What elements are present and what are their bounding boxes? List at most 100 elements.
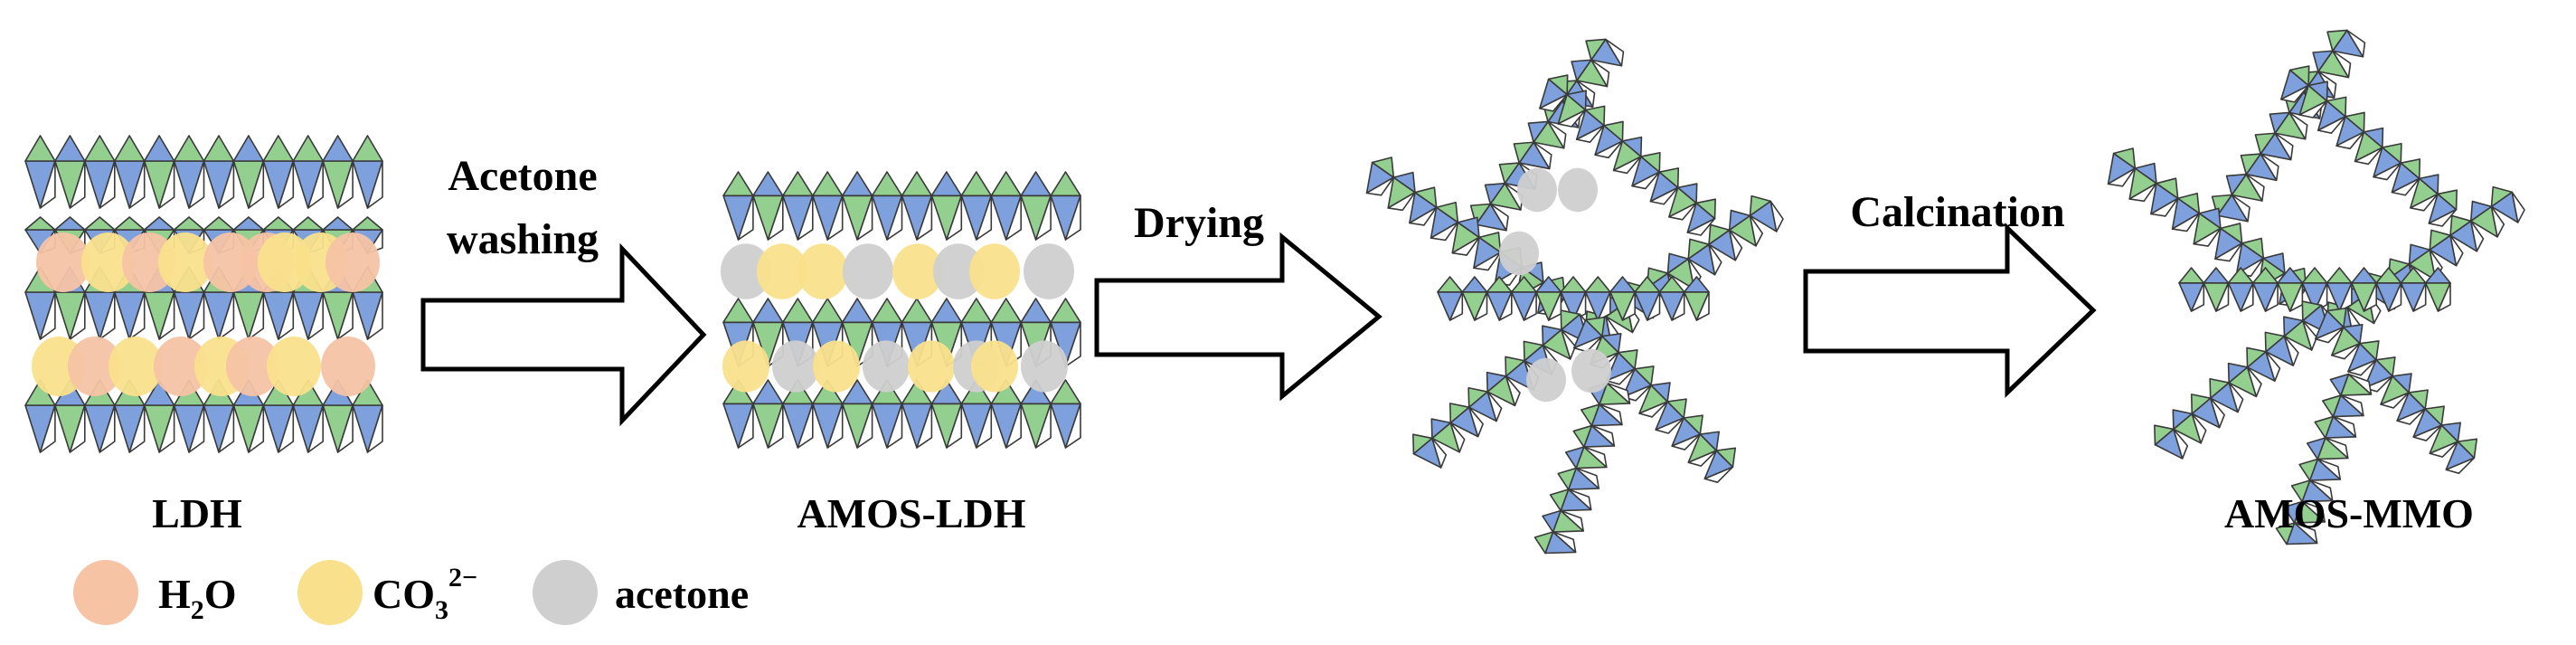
octahedron-face: [1708, 223, 1731, 245]
dried-flower-structure: [1365, 38, 1784, 555]
octahedron-edge: [2293, 522, 2318, 545]
octahedron-face: [1505, 356, 1525, 377]
octahedron-face: [2269, 111, 2290, 135]
octahedron-edge: [2150, 197, 2179, 217]
octahedron-face: [990, 171, 1022, 197]
octahedron-face: [322, 216, 354, 231]
octahedron-edge: [1671, 291, 1685, 321]
octahedron-face: [1435, 201, 1459, 223]
octahedron-edge: [856, 194, 873, 241]
octahedron-face: [722, 171, 754, 197]
octahedron-edge: [2391, 177, 2420, 196]
octahedron-edge: [2449, 234, 2464, 267]
octahedron-face: [292, 216, 325, 231]
octahedron-edge: [336, 160, 354, 209]
octahedron-edge: [2298, 100, 2328, 119]
octahedron-edge: [218, 291, 235, 340]
octahedron-edge: [2347, 359, 2377, 376]
octahedron-edge: [916, 403, 933, 449]
octahedron-face: [1687, 238, 1710, 260]
octahedron-edge: [1539, 93, 1568, 112]
octahedron-edge: [1505, 375, 1521, 407]
octahedron-edge: [1064, 321, 1081, 367]
octahedron-face: [2375, 267, 2402, 284]
octahedron-face: [930, 379, 963, 405]
octahedron-edge: [39, 404, 56, 453]
octahedron-face: [1621, 136, 1643, 157]
octahedron-face: [2375, 356, 2396, 377]
octahedron-face: [2225, 173, 2248, 196]
acetone-molecule: [1024, 243, 1074, 299]
octahedron-face: [871, 171, 903, 197]
acetone-molecule: [1558, 167, 1598, 213]
acetone-molecule: [1526, 357, 1566, 403]
octahedron-face: [1666, 252, 1690, 274]
octahedron-edge: [128, 160, 146, 209]
octahedron-face: [901, 379, 933, 405]
octahedron-edge: [2490, 205, 2505, 238]
octahedron-edge: [2246, 366, 2262, 398]
octahedron-edge: [188, 160, 205, 209]
octahedron-edge: [2283, 335, 2299, 366]
octahedron-edge: [2190, 282, 2205, 312]
octahedron-edge: [976, 403, 993, 449]
octahedron-face: [1535, 276, 1562, 293]
octahedron-face: [2307, 81, 2328, 102]
carbonate-ion: [892, 243, 943, 299]
octahedron-face: [2326, 29, 2348, 52]
legend: H2O CO32− acetone: [73, 560, 749, 625]
octahedron-face: [2490, 185, 2514, 208]
octahedron-edge: [336, 404, 354, 453]
octahedron-face: [1547, 74, 1569, 96]
octahedron-edge: [2345, 29, 2366, 58]
octahedron-edge: [1606, 382, 1631, 404]
octahedron-edge: [2428, 208, 2458, 227]
octahedron-edge: [1631, 171, 1661, 190]
octahedron-face: [1658, 276, 1685, 293]
octahedron-face: [752, 379, 784, 405]
octahedron-edge: [1474, 291, 1488, 321]
octahedron-edge: [2301, 500, 2326, 523]
material-label-ldh: LDH: [152, 490, 242, 536]
octahedron-face: [2469, 200, 2493, 223]
octahedron-face: [2400, 267, 2427, 284]
octahedron-edge: [2511, 191, 2525, 223]
drying-arrow: [1094, 232, 1382, 402]
octahedron-face: [1683, 414, 1703, 435]
octahedron-edge: [128, 404, 146, 453]
nanosheet: [2154, 300, 2336, 460]
octahedron-face: [1634, 276, 1661, 293]
acetone-molecule: [1571, 348, 1611, 394]
octahedron-face: [1581, 403, 1600, 427]
octahedron-edge: [99, 291, 116, 340]
octahedron-edge: [767, 194, 784, 241]
octahedron-face: [2306, 437, 2326, 460]
octahedron-edge: [307, 404, 325, 453]
octahedron-edge: [2308, 479, 2334, 502]
octahedron-edge: [69, 291, 86, 340]
octahedron-edge: [1498, 291, 1513, 321]
water-molecule: [68, 337, 122, 396]
octahedron-face: [1601, 332, 1622, 354]
octahedron-edge: [366, 291, 383, 340]
octahedron-edge: [2288, 282, 2304, 312]
octahedron-edge: [2173, 428, 2189, 460]
octahedron-face: [2112, 147, 2137, 169]
octahedron-face: [960, 171, 993, 197]
octahedron-edge: [916, 194, 933, 241]
octahedron-face: [2220, 223, 2243, 244]
octahedron-edge: [2317, 458, 2342, 480]
octahedron-face: [1609, 276, 1636, 293]
acetone-molecule: [772, 340, 819, 393]
octahedron-edge: [2340, 394, 2364, 417]
octahedron-edge: [1695, 291, 1710, 321]
octahedron-edge: [946, 403, 963, 449]
octahedron-face: [2227, 267, 2254, 284]
octahedron-edge: [1561, 328, 1577, 360]
octahedron-edge: [69, 160, 86, 209]
octahedron-edge: [1687, 450, 1718, 467]
octahedron-face: [1533, 531, 1554, 555]
water-molecule: [36, 232, 90, 292]
octahedron-edge: [1430, 222, 1459, 242]
